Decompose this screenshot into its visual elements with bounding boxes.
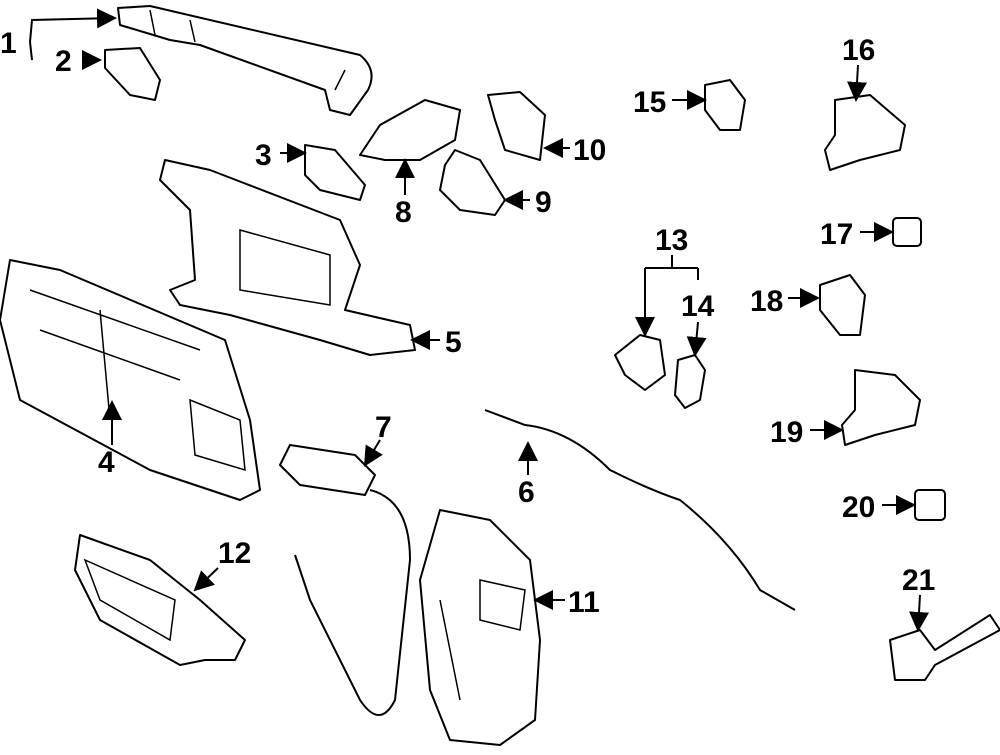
part-14-plate	[674, 354, 706, 409]
callout-17: 17	[820, 218, 853, 251]
part-10-cover	[487, 91, 546, 161]
part-5-reinforcement	[159, 159, 416, 356]
callout-18: 18	[750, 285, 783, 318]
callout-21: 21	[902, 564, 935, 597]
callout-3: 3	[255, 139, 272, 172]
callout-19: 19	[770, 416, 803, 449]
part-15-bracket	[704, 79, 746, 131]
part-17-bushing	[892, 217, 922, 247]
callout-9: 9	[535, 186, 552, 219]
part-11-latch	[419, 509, 541, 746]
callout-5: 5	[445, 326, 462, 359]
part-9-bracket	[439, 149, 506, 216]
callout-13: 13	[655, 224, 688, 257]
part-16-hinge	[824, 94, 906, 171]
part-3-gasket	[304, 144, 366, 201]
callout-labels: 1 2 3 4 5 6 7 8 9 10 11 12 13 14 15 16 1…	[0, 27, 935, 619]
callout-11: 11	[568, 586, 600, 619]
part-4-carrier	[0, 259, 261, 501]
part-7-cable	[279, 444, 376, 496]
callout-15: 15	[633, 86, 666, 119]
callout-7: 7	[375, 411, 392, 444]
part-20-bushing	[914, 489, 946, 521]
callout-10: 10	[573, 134, 606, 167]
part-1-outside-handle	[117, 5, 373, 116]
callout-6: 6	[518, 476, 535, 509]
part-8-lock-cylinder	[359, 99, 461, 161]
part-18-bracket	[819, 274, 866, 336]
callout-8: 8	[395, 196, 412, 229]
part-19-hinge	[841, 369, 921, 446]
part-6-cable	[484, 409, 796, 611]
callout-20: 20	[842, 491, 875, 524]
callout-12: 12	[218, 537, 251, 570]
callout-2: 2	[55, 45, 72, 78]
parts	[0, 5, 1000, 746]
part-13-striker-plate	[614, 334, 666, 391]
callout-16: 16	[842, 34, 875, 67]
leader-lines	[29, 8, 930, 632]
callout-4: 4	[98, 446, 115, 479]
part-21-door-check	[889, 614, 1000, 681]
part-12-inside-handle	[74, 534, 246, 666]
part-2-gasket	[104, 47, 161, 101]
callout-1: 1	[0, 27, 17, 60]
callout-14: 14	[681, 290, 715, 323]
